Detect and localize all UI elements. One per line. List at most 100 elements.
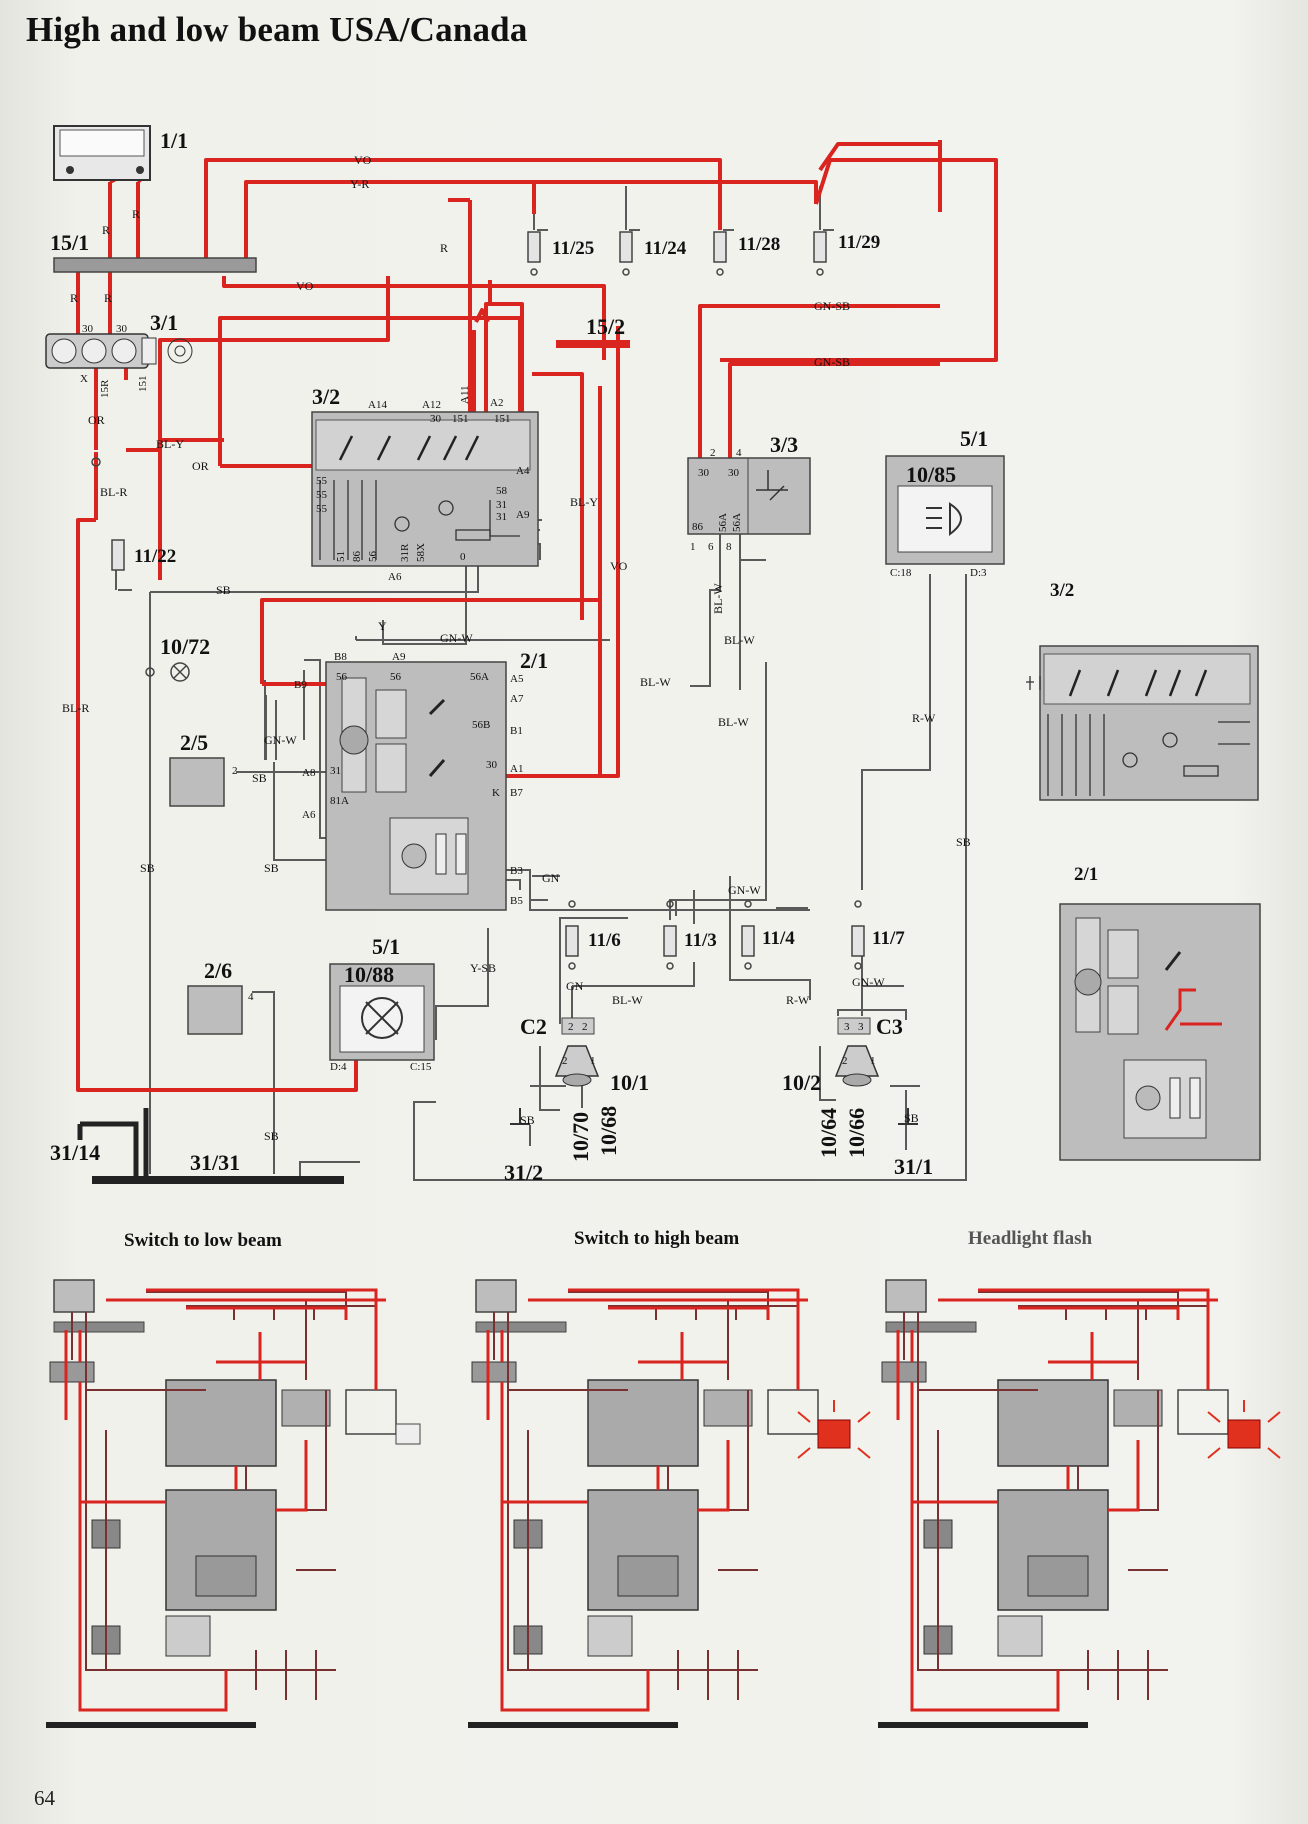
pin-label: X bbox=[80, 373, 88, 385]
wire-label: GN-W bbox=[264, 733, 297, 747]
pin-label: A6 bbox=[302, 809, 316, 821]
wire-label: GN bbox=[566, 979, 584, 993]
wire-label: BL-R bbox=[62, 701, 89, 715]
pin-label: B5 bbox=[510, 895, 523, 907]
wire-label: SB bbox=[264, 861, 279, 875]
label-1-1: 1/1 bbox=[160, 128, 188, 153]
wire-label: R bbox=[70, 291, 78, 305]
wire-label: GN-SB bbox=[814, 299, 850, 313]
caption-headlight-flash: Headlight flash bbox=[968, 1228, 1093, 1249]
pin-label: 56 bbox=[367, 551, 379, 563]
pin-label: 0 bbox=[460, 551, 466, 563]
pin-label: 2 bbox=[582, 1021, 588, 1033]
pin-label: A2 bbox=[490, 397, 503, 409]
pin-label: A5 bbox=[510, 673, 524, 685]
pin-label: 81A bbox=[330, 795, 349, 807]
pin-label: B1 bbox=[510, 725, 523, 737]
label-3-3: 3/3 bbox=[770, 432, 798, 457]
wire-label: BL-W bbox=[640, 675, 671, 689]
pin-label: A6 bbox=[388, 571, 402, 583]
label-15-1: 15/1 bbox=[50, 230, 89, 255]
pin-label: D:4 bbox=[330, 1061, 347, 1073]
label-11-6: 11/6 bbox=[588, 930, 621, 951]
pin-label: C:15 bbox=[410, 1061, 432, 1073]
pin-label: A8 bbox=[302, 767, 316, 779]
pin-label: 4 bbox=[736, 447, 742, 459]
wire-label: SB bbox=[264, 1129, 279, 1143]
label-2-5: 2/5 bbox=[180, 730, 208, 755]
label-11-3: 11/3 bbox=[684, 930, 717, 951]
pin-label: 1 bbox=[870, 1055, 876, 1067]
pin-label: A7 bbox=[510, 693, 524, 705]
pin-label: 55 bbox=[316, 475, 328, 487]
wire-label: GN-W bbox=[852, 975, 885, 989]
wire-label: GN-W bbox=[440, 631, 473, 645]
pin-label: 31R bbox=[399, 543, 411, 562]
pin-label: A9 bbox=[516, 509, 530, 521]
pin-label: 30 bbox=[116, 323, 128, 335]
pin-label: 151 bbox=[452, 413, 469, 425]
pin-label: A9 bbox=[392, 651, 406, 663]
label-2-6: 2/6 bbox=[204, 958, 232, 983]
pin-label: 2 bbox=[232, 765, 238, 777]
wire-label: BL-W bbox=[711, 583, 725, 614]
pin-label: 3 bbox=[844, 1021, 850, 1033]
wire-label: R-W bbox=[912, 711, 936, 725]
pin-label: K bbox=[492, 787, 500, 799]
wire-label: R-W bbox=[786, 993, 810, 1007]
wire-label: Y-R bbox=[350, 177, 369, 191]
mini-diagram-low-beam bbox=[45, 1269, 447, 1731]
pin-label: 86 bbox=[692, 521, 704, 533]
wire-label: GN-SB bbox=[814, 355, 850, 369]
wire-label: SB bbox=[956, 835, 971, 849]
label-31-31: 31/31 bbox=[190, 1150, 240, 1175]
wire-label: R bbox=[132, 207, 140, 221]
pin-label: 15R bbox=[99, 379, 111, 398]
pin-label: B9 bbox=[294, 679, 307, 691]
pin-label: 30 bbox=[698, 467, 710, 479]
pin-label: B7 bbox=[510, 787, 523, 799]
wire-label: VO bbox=[354, 153, 372, 167]
label-3-2-detail: 3/2 bbox=[1050, 580, 1074, 601]
wire-label: GN bbox=[542, 871, 560, 885]
label-11-4: 11/4 bbox=[762, 928, 795, 949]
pin-label: 30 bbox=[728, 467, 740, 479]
label-3-1: 3/1 bbox=[150, 310, 178, 335]
label-5-1-bottom: 5/1 bbox=[372, 934, 400, 959]
wire-label: R bbox=[102, 223, 110, 237]
wire-label: SB bbox=[216, 583, 231, 597]
pin-label: 4 bbox=[248, 991, 254, 1003]
wire-label: BL-W bbox=[612, 993, 643, 1007]
pin-label: 30 bbox=[486, 759, 498, 771]
wire-label: R bbox=[440, 241, 448, 255]
label-31-14: 31/14 bbox=[50, 1140, 100, 1165]
wire-label: OR bbox=[88, 413, 105, 427]
pin-label: A12 bbox=[422, 399, 441, 411]
pin-label: 56B bbox=[472, 719, 490, 731]
wire-label: SB bbox=[904, 1111, 919, 1125]
pin-label: A4 bbox=[516, 465, 530, 477]
label-10-85: 10/85 bbox=[906, 462, 956, 487]
label-11-7: 11/7 bbox=[872, 928, 905, 949]
wire-label: SB bbox=[252, 771, 267, 785]
pin-label: 51 bbox=[335, 551, 347, 562]
pin-label: 2 bbox=[710, 447, 716, 459]
pin-label: 30 bbox=[82, 323, 94, 335]
pin-label: 86 bbox=[351, 551, 363, 563]
label-11-25: 11/25 bbox=[552, 238, 594, 259]
label-10-70: 10/70 bbox=[568, 1112, 593, 1162]
wire-label: SB bbox=[520, 1113, 535, 1127]
pin-label: 56 bbox=[390, 671, 402, 683]
wire-label: BL-W bbox=[724, 633, 755, 647]
label-31-1: 31/1 bbox=[894, 1154, 933, 1179]
wire-label: BL-W bbox=[718, 715, 749, 729]
pin-label: B3 bbox=[510, 865, 523, 877]
pin-label: 55 bbox=[316, 503, 328, 515]
wire-label: GN-W bbox=[728, 883, 761, 897]
label-10-64: 10/64 bbox=[816, 1108, 841, 1158]
label-10-72: 10/72 bbox=[160, 634, 210, 659]
label-10-88: 10/88 bbox=[344, 962, 394, 987]
label-2-1-detail: 2/1 bbox=[1074, 864, 1098, 885]
